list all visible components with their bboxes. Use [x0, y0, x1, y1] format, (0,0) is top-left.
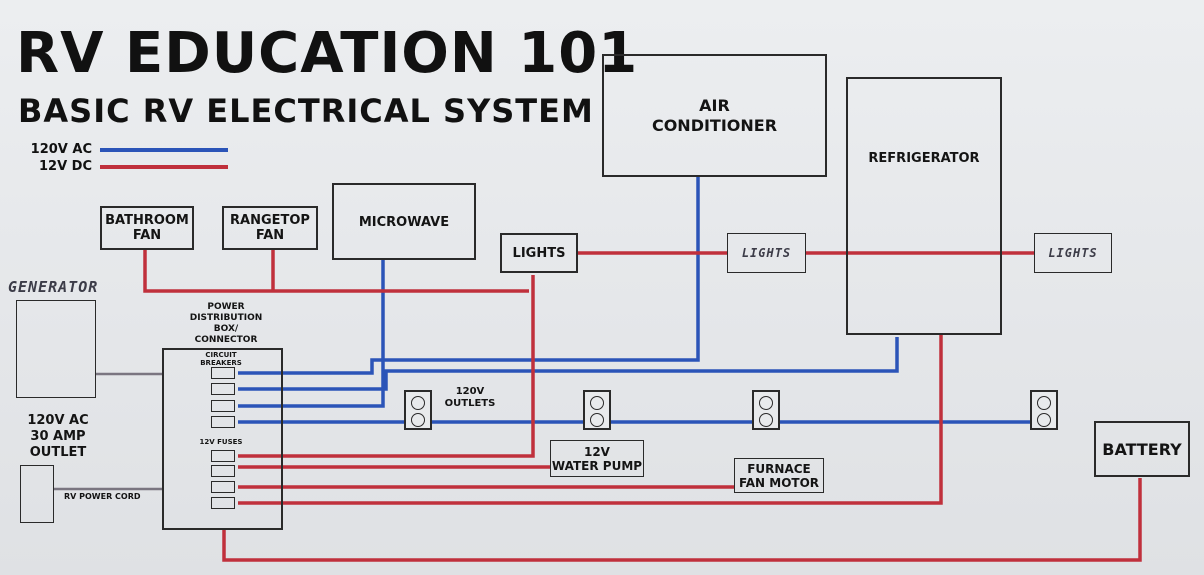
fuse-1: [211, 450, 235, 462]
circuit-breaker-2: [211, 383, 235, 395]
refrigerator-box: REFRIGERATOR: [846, 77, 1002, 335]
circuit-breaker-4: [211, 416, 235, 428]
shore-outlet-label: 120V AC 30 AMP OUTLET: [27, 413, 89, 460]
outlet-1: [404, 390, 432, 430]
dc-wire-fans: [143, 250, 529, 293]
power-cord-label: RV POWER CORD: [64, 492, 141, 501]
generator-box: [16, 300, 96, 398]
power-distribution-label: POWER DISTRIBUTION BOX/ CONNECTOR: [189, 302, 263, 345]
fuse-2: [211, 465, 235, 477]
page-subtitle: BASIC RV ELECTRICAL SYSTEM: [18, 92, 594, 130]
legend-ac-label: 120V AC: [30, 142, 92, 157]
dc-wire-battery: [222, 478, 1142, 562]
microwave-box: MICROWAVE: [332, 183, 476, 260]
lights-box-1: LIGHTS: [500, 233, 578, 273]
dc-wires: [143, 250, 1142, 562]
circuit-breakers-label: CIRCUIT BREAKERS: [200, 351, 242, 367]
circuit-breaker-1: [211, 367, 235, 379]
air-conditioner-box: AIR CONDITIONER: [602, 54, 827, 177]
dc-wire-refrigerator: [238, 335, 943, 505]
dc-wire-lights-feed: [238, 275, 535, 458]
rangetop-fan-box: RANGETOP FAN: [222, 206, 318, 250]
outlets-label: 120V OUTLETS: [444, 386, 496, 409]
circuit-breaker-3: [211, 400, 235, 412]
fuse-3: [211, 481, 235, 493]
generator-label: GENERATOR: [8, 278, 99, 296]
ac-wire-air-conditioner: [238, 177, 700, 375]
lights-box-2: LIGHTS: [727, 233, 806, 273]
bathroom-fan-box: BATHROOM FAN: [100, 206, 194, 250]
outlet-2: [583, 390, 611, 430]
fuse-4: [211, 497, 235, 509]
legend-dc-label: 12V DC: [38, 159, 92, 174]
ac-wire-microwave: [238, 260, 385, 408]
battery-box: BATTERY: [1094, 421, 1190, 477]
ac-wires: [238, 177, 1030, 424]
water-pump-box: 12V WATER PUMP: [550, 440, 644, 477]
ac-wire-refrigerator: [238, 337, 899, 391]
feed-wires: [54, 372, 162, 491]
lights-box-3: LIGHTS: [1034, 233, 1112, 273]
page-title: RV EDUCATION 101: [16, 21, 639, 86]
fuses-label: 12V FUSES: [199, 438, 243, 446]
shore-outlet-box: [20, 465, 54, 523]
power-distribution-box: [162, 348, 283, 530]
outlet-4: [1030, 390, 1058, 430]
outlet-3: [752, 390, 780, 430]
furnace-fan-box: FURNACE FAN MOTOR: [734, 458, 824, 493]
